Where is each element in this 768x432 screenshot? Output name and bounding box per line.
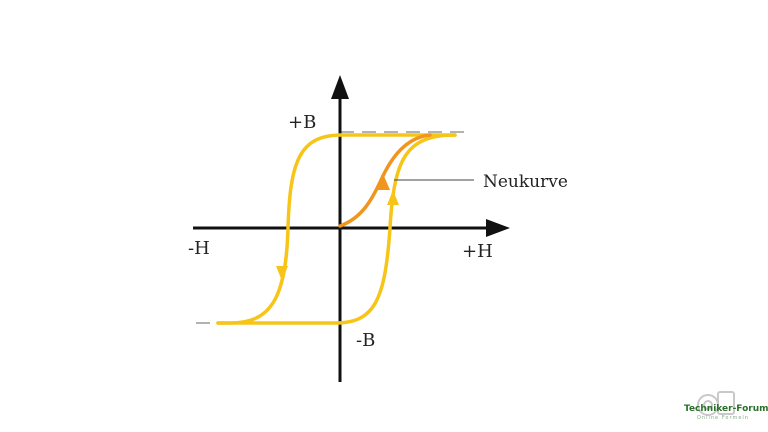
label-minus-b: -B (356, 330, 375, 351)
loop-ascending-branch (216, 133, 457, 325)
loop-direction-arrows (276, 190, 399, 281)
gear-icon (697, 391, 735, 416)
hysteresis-loop (216, 133, 457, 325)
b-axis-arrowhead (331, 75, 349, 99)
label-plus-h: +H (462, 241, 493, 262)
label-neukurve: Neukurve (483, 172, 568, 192)
up-arrow (387, 190, 399, 205)
down-arrow (276, 266, 288, 281)
axes (193, 75, 510, 382)
initial-curve (338, 133, 432, 228)
neukurve-arrow (377, 176, 390, 190)
watermark-subtext: Online Formeln (697, 415, 749, 421)
neukurve-path (338, 133, 432, 228)
label-minus-h: -H (188, 238, 210, 259)
h-axis-arrowhead (486, 219, 510, 237)
loop-descending-branch (216, 133, 457, 325)
label-plus-b: +B (288, 112, 316, 133)
watermark-text: Techniker-Forum.de (684, 404, 768, 414)
watermark: Techniker-Forum.de Online Formeln (684, 391, 768, 421)
